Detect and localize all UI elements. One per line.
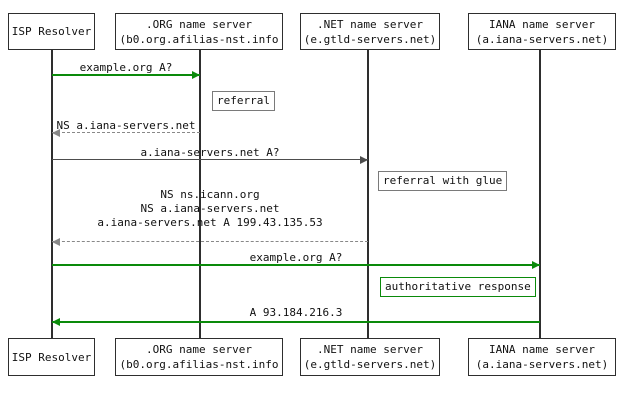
- arrow-line: [52, 321, 540, 323]
- message-label-query-iana: example.org A?: [249, 251, 343, 264]
- actor-iana-nameserver-top: IANA name server (a.iana-servers.net): [468, 13, 616, 50]
- actor-detail: (e.gtld-servers.net): [303, 32, 437, 46]
- actor-detail: (e.gtld-servers.net): [303, 358, 437, 371]
- arrowhead-right-icon: [360, 156, 368, 164]
- lifeline-net-nameserver: [367, 50, 369, 338]
- message-label-query-net: a.iana-servers.net A?: [140, 146, 280, 159]
- glue-line-1: NS ns.icann.org: [160, 188, 260, 201]
- actor-detail: (b0.org.afilias-nst.info: [119, 358, 279, 371]
- actor-detail: (b0.org.afilias-nst.info: [119, 32, 279, 46]
- actor-net-nameserver-bottom: .NET name server (e.gtld-servers.net): [300, 338, 440, 376]
- lifeline-org-nameserver: [199, 50, 201, 338]
- message-label-answer: A 93.184.216.3: [249, 306, 343, 319]
- actor-detail: (a.iana-servers.net): [475, 32, 609, 46]
- arrow-line: [52, 159, 368, 160]
- actor-iana-nameserver-bottom: IANA name server (a.iana-servers.net): [468, 338, 616, 376]
- actor-name: IANA name server: [489, 343, 595, 356]
- actor-name: ISP Resolver: [11, 25, 92, 38]
- arrowhead-right-icon: [532, 261, 540, 269]
- actor-name: .NET name server: [317, 343, 423, 356]
- actor-name: .ORG name server: [146, 17, 252, 31]
- arrow-line: [52, 241, 368, 242]
- actor-name: .ORG name server: [146, 343, 252, 356]
- actor-isp-resolver-top: ISP Resolver: [8, 13, 95, 50]
- actor-name: IANA name server: [489, 17, 595, 31]
- actor-net-nameserver-top: .NET name server (e.gtld-servers.net): [300, 13, 440, 50]
- lifeline-iana-nameserver: [539, 50, 541, 338]
- actor-detail: (a.iana-servers.net): [475, 358, 609, 371]
- note-authoritative-response: authoritative response: [380, 277, 536, 297]
- arrow-line: [52, 264, 540, 266]
- glue-line-3: a.iana-servers.net A 199.43.135.53: [97, 216, 323, 229]
- glue-line-2: NS a.iana-servers.net: [140, 202, 280, 215]
- message-label-glue-records: NS ns.icann.org NS a.iana-servers.net a.…: [52, 188, 368, 230]
- actor-name: ISP Resolver: [11, 350, 92, 364]
- arrowhead-left-icon: [52, 318, 60, 326]
- note-referral: referral: [212, 91, 275, 111]
- lifeline-isp-resolver: [51, 50, 53, 338]
- message-label-query-org: example.org A?: [79, 61, 173, 74]
- arrowhead-left-icon: [52, 238, 60, 246]
- arrow-line: [52, 74, 200, 76]
- actor-isp-resolver-bottom: ISP Resolver: [8, 338, 95, 376]
- arrow-line: [52, 132, 200, 133]
- actor-name: .NET name server: [317, 17, 423, 31]
- arrowhead-right-icon: [192, 71, 200, 79]
- note-referral-with-glue: referral with glue: [378, 171, 508, 191]
- actor-org-nameserver-top: .ORG name server (b0.org.afilias-nst.inf…: [115, 13, 283, 50]
- actor-org-nameserver-bottom: .ORG name server (b0.org.afilias-nst.inf…: [115, 338, 283, 376]
- arrowhead-left-icon: [52, 129, 60, 137]
- message-label-ns-referral: NS a.iana-servers.net: [56, 119, 196, 132]
